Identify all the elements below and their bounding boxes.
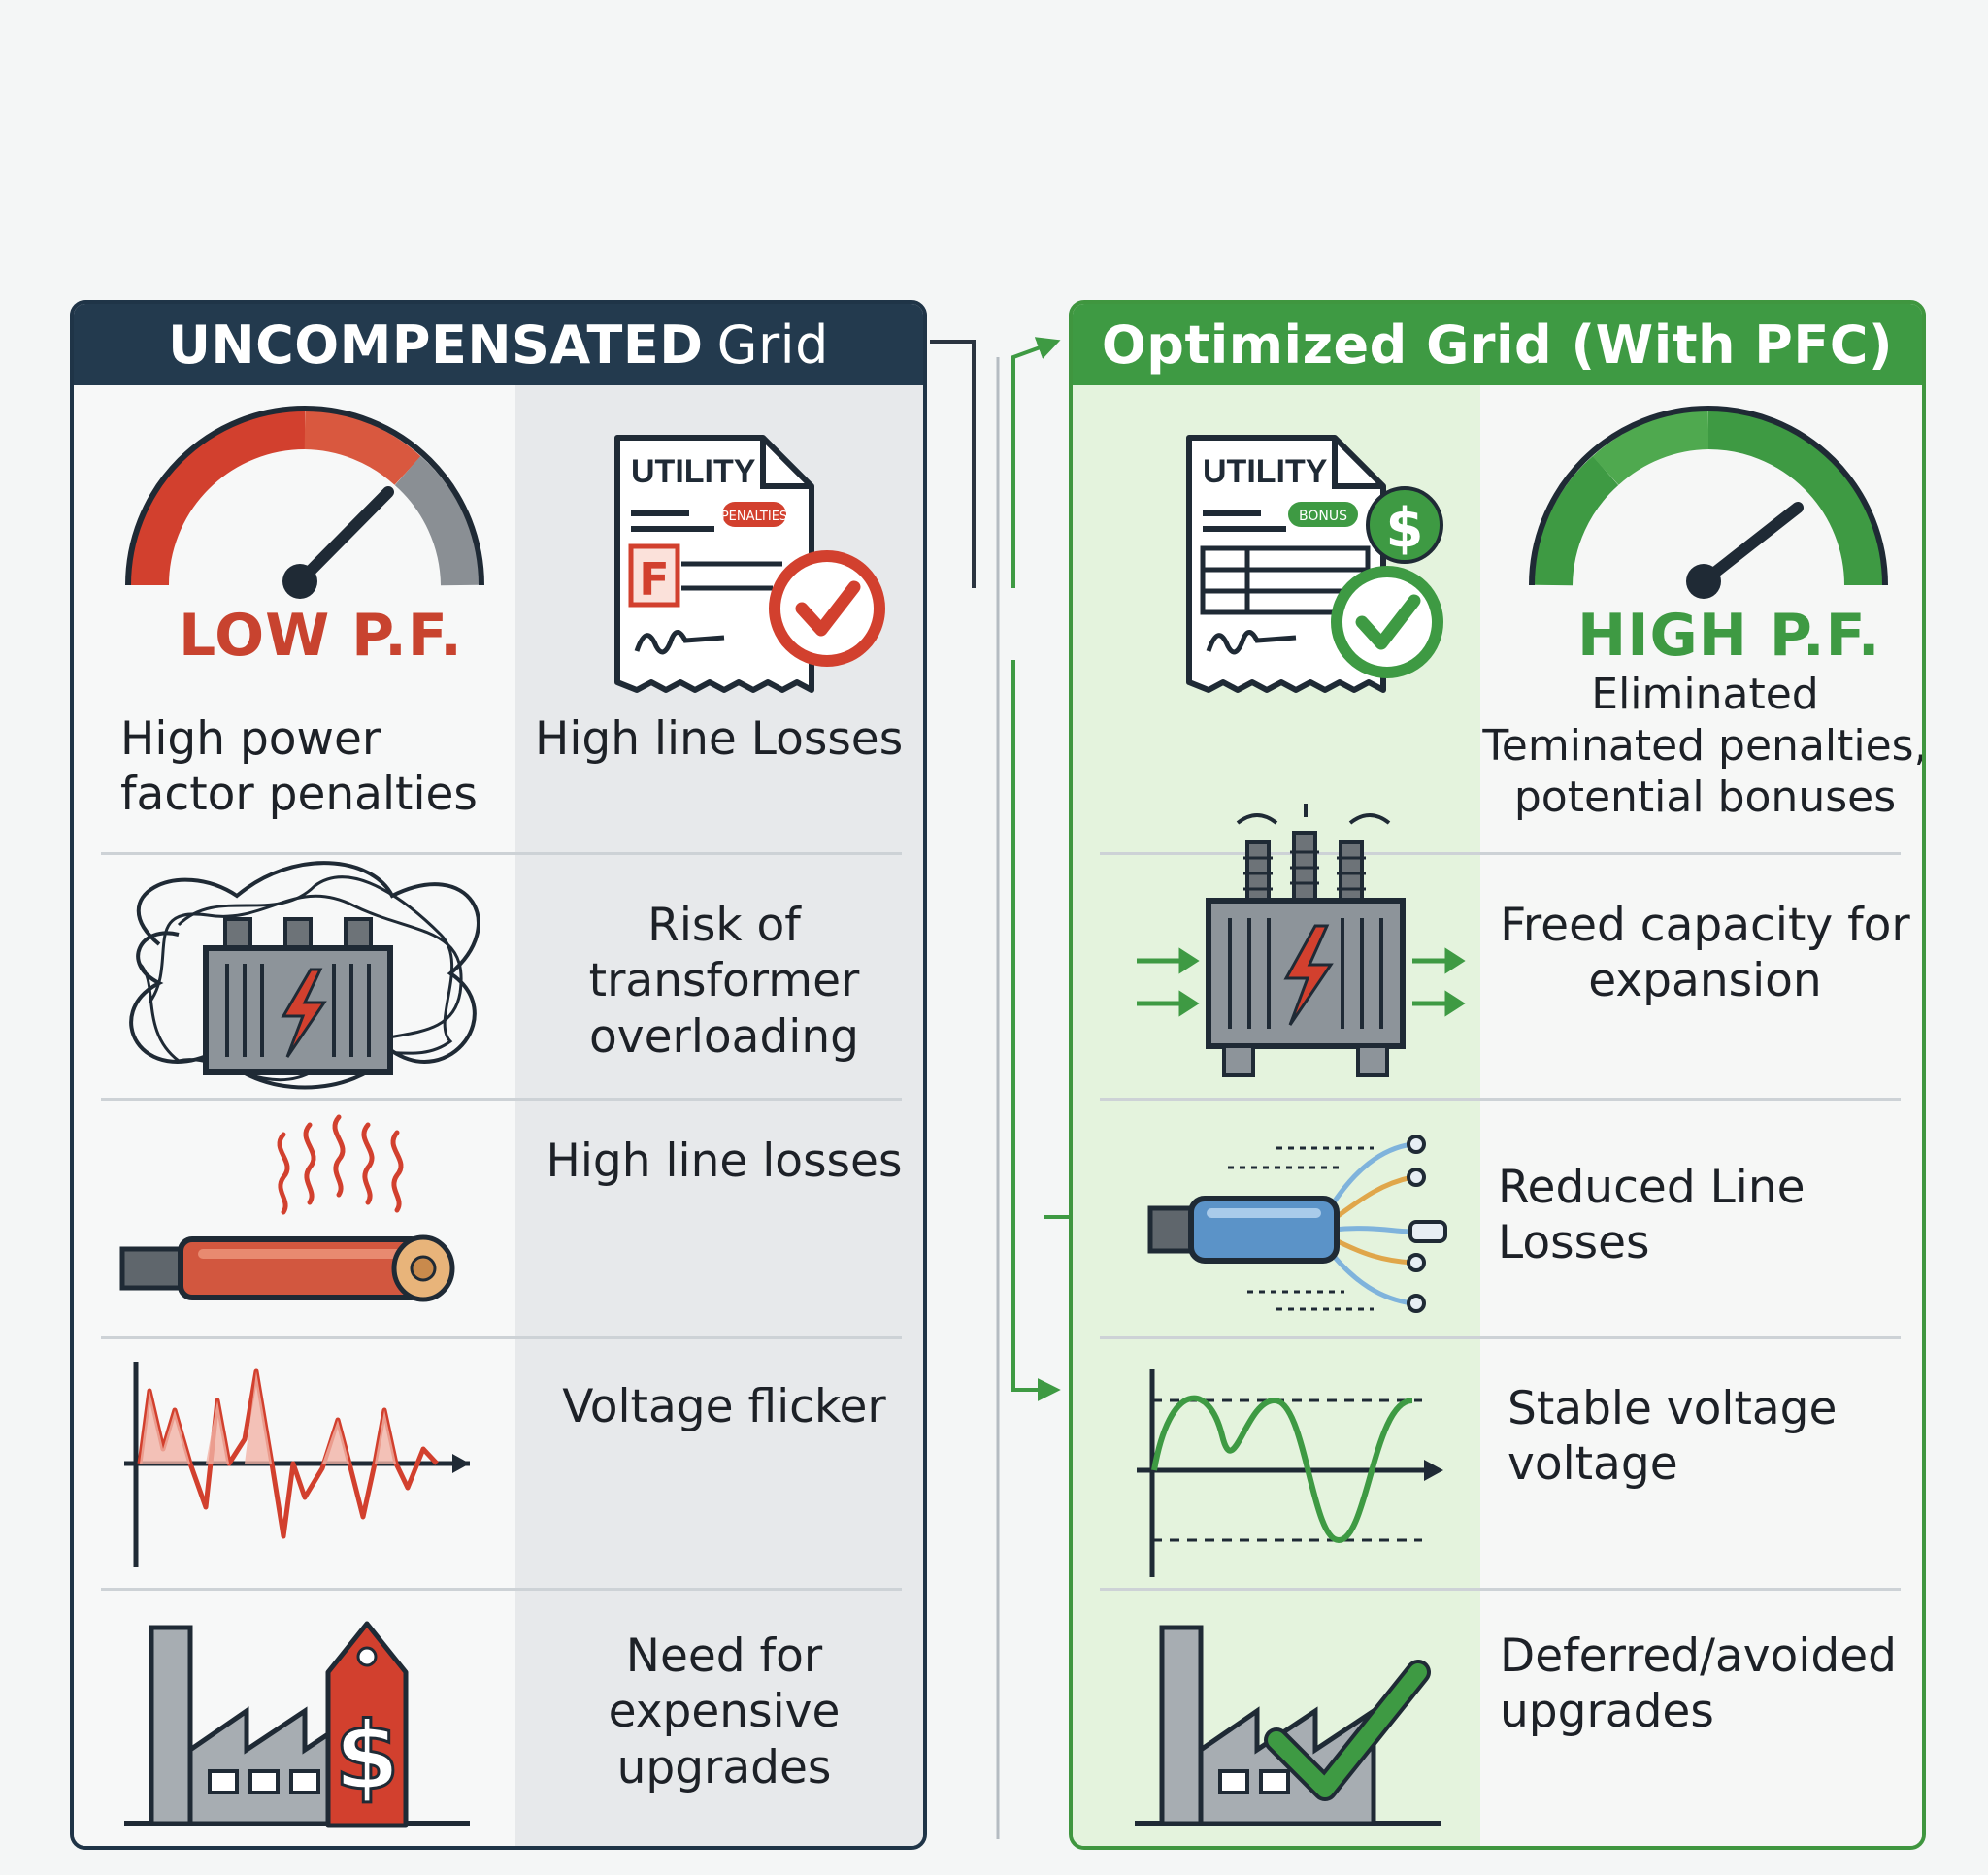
bill-heading: UTILITY	[1203, 453, 1328, 490]
voltage-flicker-text: Voltage flicker	[562, 1380, 886, 1433]
eliminated-penalties-text: Eliminated Teminated penalties, potentia…	[1482, 670, 1926, 822]
transformer-capacity-icon	[1137, 804, 1466, 1077]
hot-cable-icon	[119, 1114, 455, 1302]
stable-voltage-text: Stable voltage voltage	[1508, 1382, 1838, 1492]
efficient-cable-icon	[1147, 1135, 1447, 1313]
svg-text:$: $	[1386, 497, 1424, 560]
factory-price-tag-icon: $	[124, 1621, 470, 1828]
low-pf-label: LOW P.F.	[179, 602, 463, 670]
panel-title: Optimized Grid (With PFC)	[1073, 304, 1922, 385]
reduced-line-losses-text: Reduced Line Losses	[1498, 1161, 1806, 1270]
bonus-tag: BONUS	[1299, 509, 1347, 524]
voltage-flicker-waveform-icon	[124, 1362, 470, 1567]
overloaded-transformer-icon	[129, 861, 480, 1090]
svg-text:$: $	[335, 1702, 400, 1811]
stable-voltage-waveform-icon	[1137, 1369, 1443, 1577]
penalty-tag: PENALTIES	[721, 510, 787, 524]
penalties-text: High power factor penalties	[120, 712, 478, 822]
transformer-overload-text: Risk of transformer overloading	[588, 899, 860, 1064]
freed-capacity-text: Freed capacity for expansion	[1500, 899, 1910, 1008]
panel-title: UNCOMPENSATED Grid	[74, 304, 923, 385]
low-power-factor-gauge-icon	[125, 406, 484, 599]
factory-checkmark-icon	[1135, 1625, 1441, 1826]
expensive-upgrades-text: Need for expensive upgrades	[608, 1629, 841, 1794]
optimized-grid-panel: Optimized Grid (With PFC) UTILITY BONUS …	[1069, 300, 1926, 1850]
deferred-upgrades-text: Deferred/avoided upgrades	[1500, 1629, 1897, 1739]
high-power-factor-gauge-icon	[1529, 406, 1888, 599]
uncompensated-grid-panel: UNCOMPENSATED Grid LOW P.F. High power f…	[70, 300, 927, 1850]
line-losses-text-2: High line losses	[546, 1135, 903, 1188]
utility-bill-bonus-icon: UTILITY BONUS $	[1186, 435, 1443, 693]
line-losses-text-1: High line Losses	[535, 712, 904, 766]
high-pf-label: HIGH P.F.	[1577, 602, 1881, 670]
bill-grade: F	[639, 553, 669, 606]
bill-heading: UTILITY	[631, 453, 756, 490]
utility-bill-penalty-icon: UTILITY PENALTIES F	[614, 435, 885, 693]
